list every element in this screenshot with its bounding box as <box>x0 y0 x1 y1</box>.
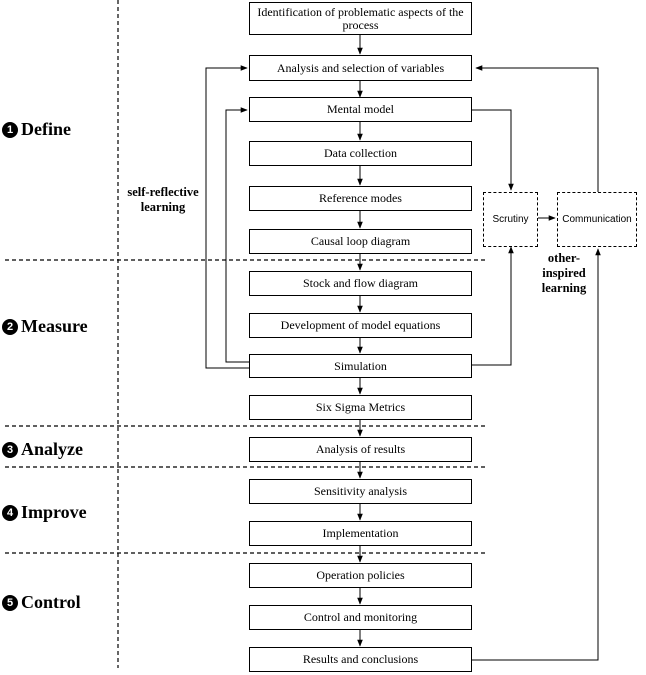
phase-control: 5 Control <box>2 592 81 613</box>
phase-improve: 4 Improve <box>2 502 87 523</box>
phase-analyze: 3 Analyze <box>2 439 83 460</box>
phase-measure: 2 Measure <box>2 316 88 337</box>
phase-label: Control <box>21 592 81 612</box>
phase-label: Improve <box>21 502 87 522</box>
scrutiny-box: Scrutiny <box>483 192 538 247</box>
step-reference-modes: Reference modes <box>249 186 472 211</box>
step-mental-model: Mental model <box>249 97 472 122</box>
other-inspired-paths <box>472 65 601 661</box>
phase-number-badge: 2 <box>2 318 18 335</box>
other-inspired-learning-label: other-inspired learning <box>541 251 587 295</box>
phase-label: Define <box>21 119 71 139</box>
step-stock-flow: Stock and flow diagram <box>249 271 472 296</box>
step-six-sigma: Six Sigma Metrics <box>249 395 472 420</box>
self-reflective-loops <box>205 65 249 369</box>
step-sensitivity: Sensitivity analysis <box>249 479 472 504</box>
step-control-monitoring: Control and monitoring <box>249 605 472 630</box>
phase-number-badge: 1 <box>2 121 18 138</box>
step-analysis-selection: Analysis and selection of variables <box>249 55 472 81</box>
phase-label: Measure <box>21 316 88 336</box>
phase-define: 1 Define <box>2 119 71 140</box>
step-identification: Identification of problematic aspects of… <box>249 2 472 35</box>
step-causal-loop: Causal loop diagram <box>249 229 472 254</box>
communication-box: Communication <box>557 192 637 247</box>
step-analysis-results: Analysis of results <box>249 437 472 462</box>
step-model-equations: Development of model equations <box>249 313 472 338</box>
phase-label: Analyze <box>21 439 83 459</box>
phase-number-badge: 5 <box>2 594 18 611</box>
step-simulation: Simulation <box>249 354 472 378</box>
step-operation-policies: Operation policies <box>249 563 472 588</box>
phase-number-badge: 3 <box>2 441 18 458</box>
step-implementation: Implementation <box>249 521 472 546</box>
self-reflective-learning-label: self-reflective learning <box>127 185 199 214</box>
step-results-conclusions: Results and conclusions <box>249 647 472 672</box>
phase-number-badge: 4 <box>2 504 18 521</box>
step-data-collection: Data collection <box>249 141 472 166</box>
